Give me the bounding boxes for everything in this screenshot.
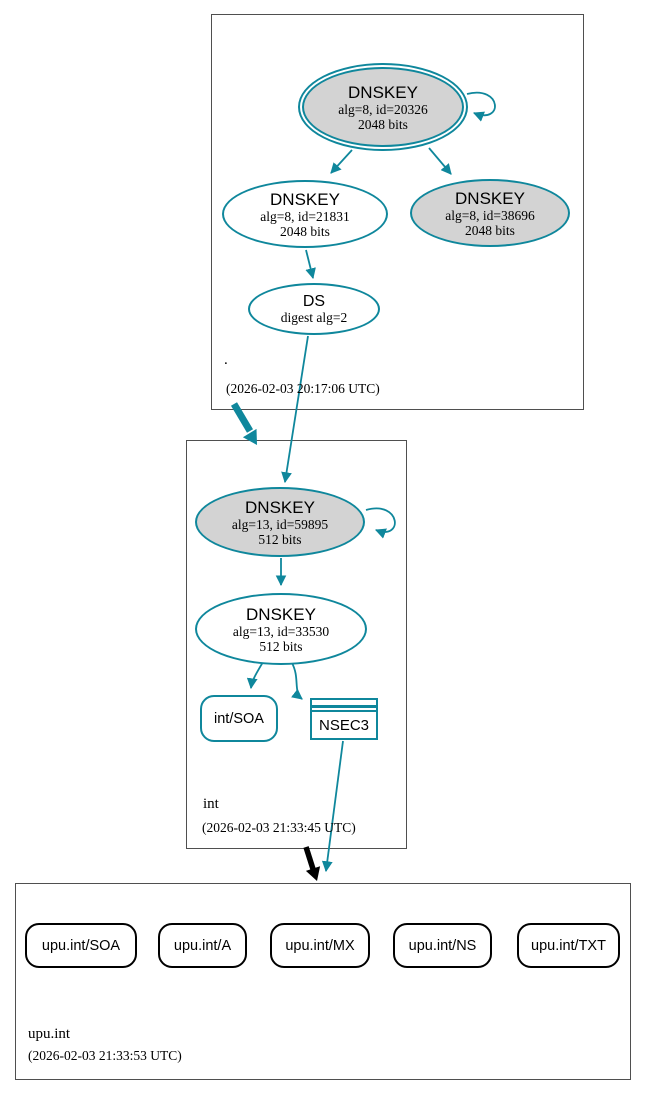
rrset-label: int/SOA [214,710,264,727]
edge-int-zsk-to-soa [246,661,264,690]
zone-label-root: . [224,352,228,368]
edge-nsec3-to-upu-zone [321,740,344,873]
rrset-node-int-soa[interactable]: int/SOA [200,695,278,742]
node-size: 2048 bits [465,222,515,238]
root-ksk-self-loop [466,91,496,122]
zone-label-upu-int: upu.int [28,1026,71,1042]
zone-timestamp-int: (2026-02-03 21:33:45 UTC) [202,820,356,835]
dnskey-node-int-ksk[interactable]: DNSKEY alg=13, id=59895 512 bits [195,487,365,557]
zone-box-int [186,440,407,849]
node-title: DNSKEY [348,82,418,102]
rrset-node-upu-txt[interactable]: upu.int/TXT [517,923,620,968]
zone-timestamp-root: (2026-02-03 20:17:06 UTC) [226,381,380,396]
node-title: DS [302,293,326,310]
node-detail: alg=8, id=20326 [338,101,428,117]
node-detail: digest alg=2 [280,310,348,325]
nsec3-node[interactable]: NSEC3 [310,698,378,740]
node-detail: alg=8, id=21831 [260,208,350,224]
edge-root-zsk-to-ds [305,249,316,280]
dnskey-node-root-zsk[interactable]: DNSKEY alg=8, id=21831 2048 bits [222,180,388,248]
nsec3-divider-bar [312,709,376,712]
rrset-label: upu.int/SOA [41,937,121,954]
rrset-node-upu-mx[interactable]: upu.int/MX [270,923,370,968]
zone-box-root [211,14,584,410]
edge-ds-to-int-ksk [281,335,309,484]
node-title: DNSKEY [245,497,315,517]
ds-node-root[interactable]: DS digest alg=2 [248,283,380,335]
delegation-arrow-root-to-int-head [242,428,257,445]
rrset-label: upu.int/TXT [531,937,606,954]
nsec3-top-bar [312,705,376,708]
nsec3-label: NSEC3 [318,717,370,734]
dnskey-node-root-ksk[interactable]: DNSKEY alg=8, id=20326 2048 bits [298,63,468,151]
node-detail: alg=8, id=38696 [445,207,535,223]
rrset-node-upu-soa[interactable]: upu.int/SOA [25,923,137,968]
rrset-node-upu-ns[interactable]: upu.int/NS [393,923,492,968]
node-detail: alg=13, id=33530 [232,623,330,639]
node-size: 2048 bits [280,223,330,239]
dnskey-node-int-zsk[interactable]: DNSKEY alg=13, id=33530 512 bits [195,593,367,665]
dnskey-node-root-ksk-inner: DNSKEY alg=8, id=20326 2048 bits [302,67,464,147]
rrset-node-upu-a[interactable]: upu.int/A [158,923,247,968]
delegation-arrow-int-to-upu [303,846,316,870]
edge-int-zsk-to-nsec3 [291,662,303,700]
int-ksk-self-loop [365,507,396,539]
node-title: DNSKEY [246,604,316,624]
node-size: 512 bits [258,531,302,547]
node-title: DNSKEY [455,188,525,208]
delegation-arrow-int-to-upu-head [305,866,321,881]
edge-root-ksk-to-zsk [330,149,353,174]
rrset-label: upu.int/NS [408,937,477,954]
node-size: 512 bits [259,638,303,654]
delegation-arrow-root-to-int [230,402,254,433]
rrset-label: upu.int/A [173,937,232,954]
node-size: 2048 bits [358,116,408,132]
node-title: DNSKEY [270,189,340,209]
zone-box-upu-int [15,883,631,1080]
zone-label-int: int [203,796,219,812]
node-detail: alg=13, id=59895 [231,516,329,532]
edge-root-ksk-to-key38696 [428,147,452,175]
zone-timestamp-upu-int: (2026-02-03 21:33:53 UTC) [28,1048,182,1063]
rrset-label: upu.int/MX [285,937,355,954]
dnskey-node-root-38696[interactable]: DNSKEY alg=8, id=38696 2048 bits [410,179,570,247]
